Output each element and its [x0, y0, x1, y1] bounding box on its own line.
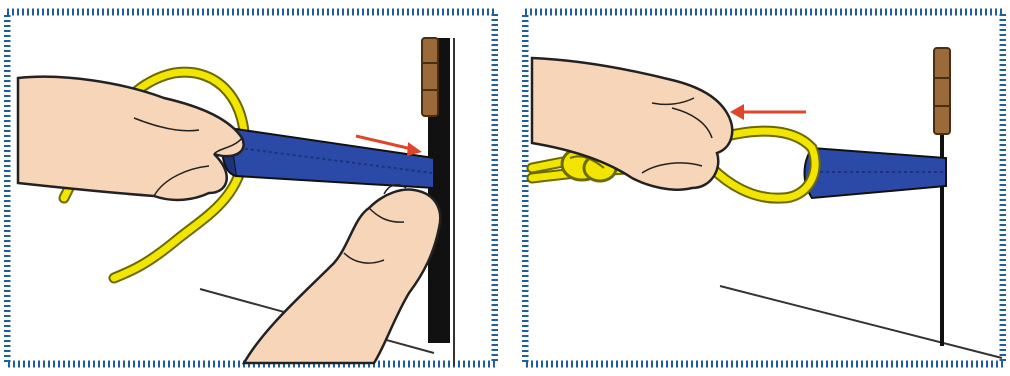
floor-line: [720, 286, 1002, 358]
webbing-strap: [229, 128, 434, 188]
hinge: [422, 38, 438, 116]
step-2-illustration: [522, 8, 1006, 368]
step-1-illustration: [4, 8, 498, 368]
upper-hand: [18, 77, 244, 200]
illustration-panel-step-2: [522, 8, 1006, 368]
hinge: [934, 48, 950, 134]
lower-hand: [244, 190, 440, 363]
left-arrow-icon: [730, 104, 806, 120]
illustration-panel-step-1: [4, 8, 498, 368]
